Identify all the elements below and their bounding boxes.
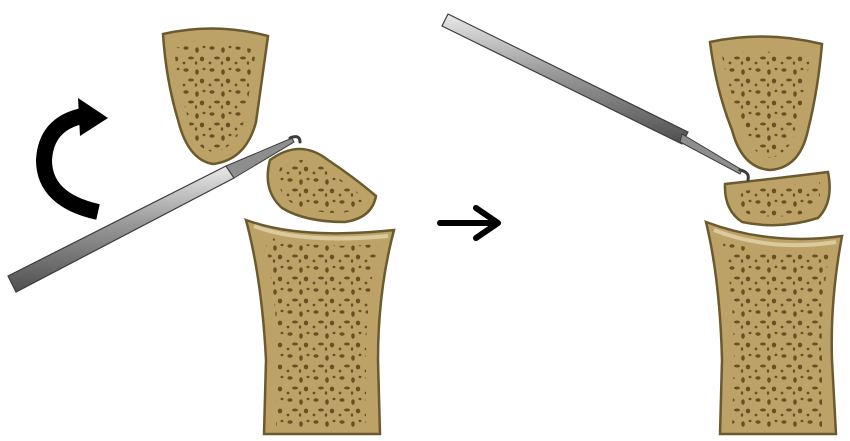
- panel-before: [8, 28, 394, 434]
- middle-bone-fragment: [725, 172, 830, 225]
- upper-bone: [163, 28, 268, 164]
- probe-instrument: [442, 14, 748, 180]
- upper-bone: [710, 36, 822, 170]
- right-arrow-icon: [440, 208, 498, 238]
- curved-arrow-icon: [44, 98, 108, 212]
- lower-bone: [706, 222, 842, 434]
- middle-bone-fragment: [268, 149, 376, 222]
- panel-after: [442, 14, 842, 434]
- lower-bone: [246, 220, 394, 434]
